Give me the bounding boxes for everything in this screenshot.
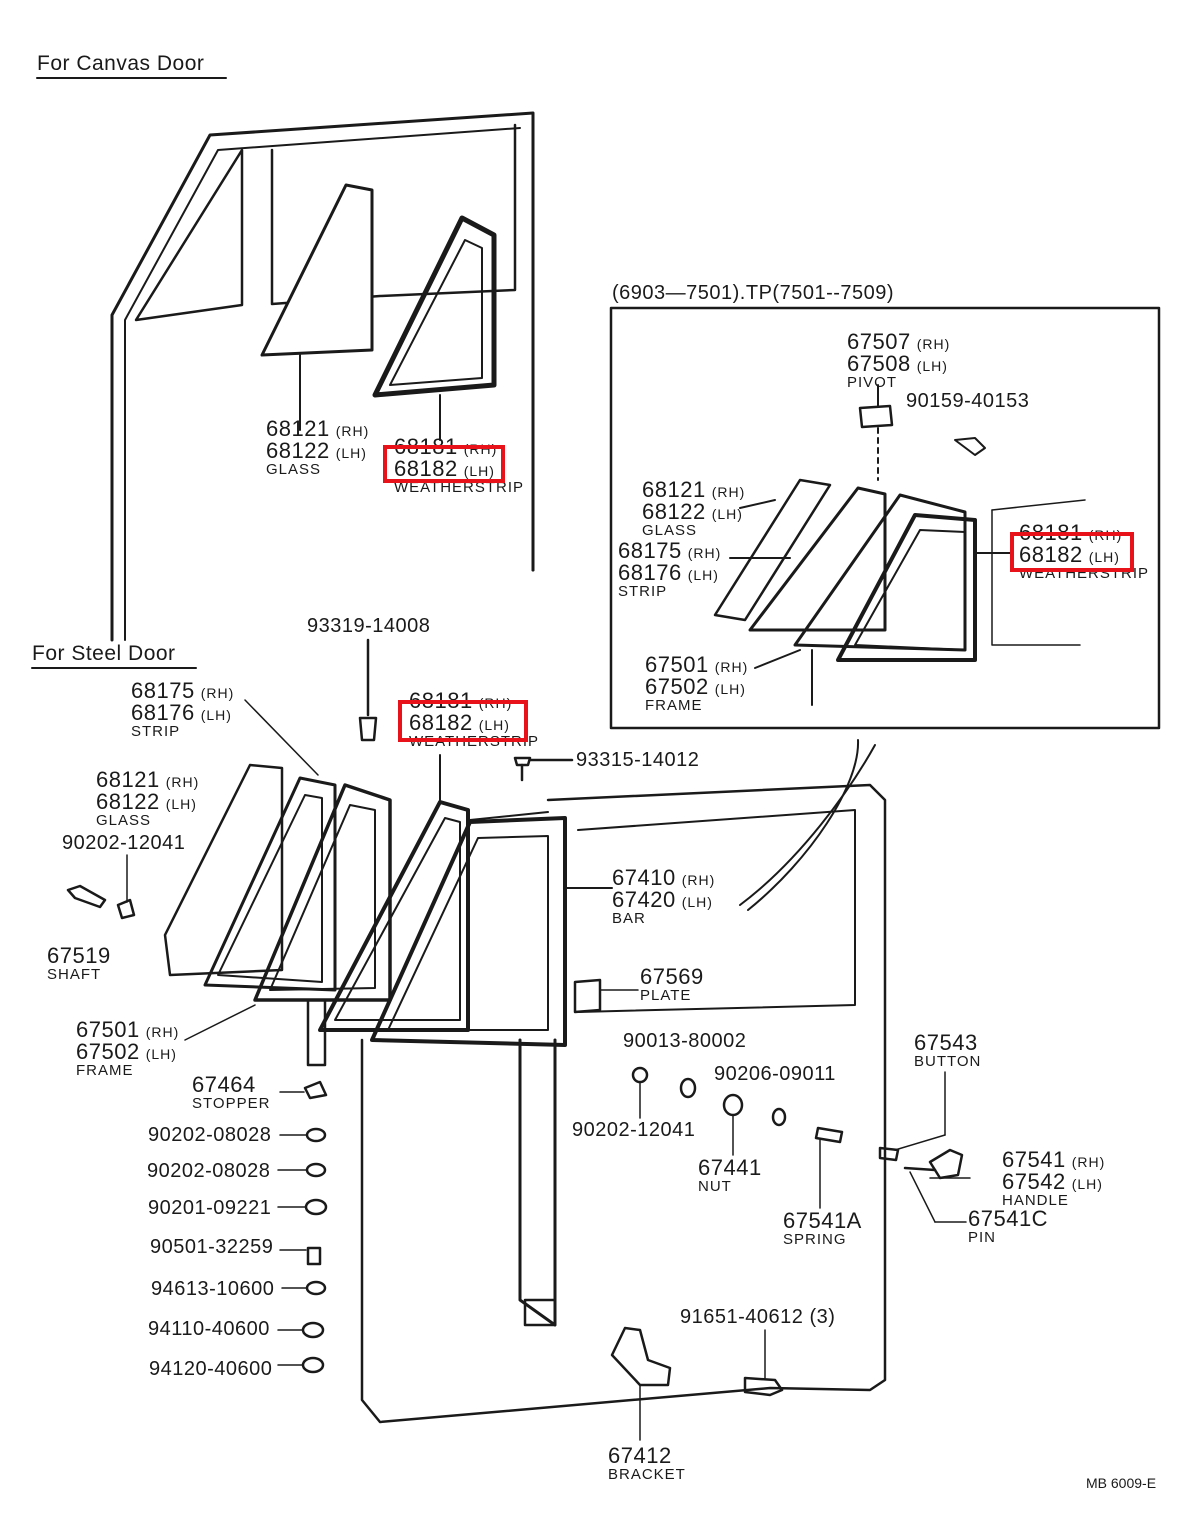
label-bracket: 67412 BRACKET	[608, 1443, 686, 1483]
steel-glass	[163, 763, 284, 977]
label-glass-steel: 68121(RH) 68122(LH) GLASS	[96, 767, 200, 829]
label-frame-inset: 67501(RH) 67502(LH) FRAME	[645, 652, 749, 714]
inset-box	[609, 306, 1161, 730]
label-ring: 90013-80002	[623, 1030, 747, 1052]
label-collar: 90501-32259	[150, 1236, 274, 1258]
plate-shape	[573, 978, 602, 1014]
canvas-door-heading: For Canvas Door	[37, 52, 205, 75]
label-bar: 67410(RH) 67420(LH) BAR	[612, 865, 716, 927]
label-washer-5: 90206-09011	[714, 1063, 836, 1085]
label-stopper: 67464 STOPPER	[192, 1072, 271, 1112]
label-strip-inset: 68175(RH) 68176(LH) STRIP	[618, 538, 722, 600]
steel-strip	[203, 776, 337, 992]
label-washer-2: 90202-08028	[147, 1160, 271, 1182]
label-bolt: 91651-40612 (3)	[680, 1306, 836, 1328]
canvas-glass	[260, 183, 374, 431]
label-handle: 67541(RH) 67542(LH) HANDLE	[1002, 1147, 1106, 1209]
label-screw-inset: 90159-40153	[906, 390, 1030, 412]
canvas-door-frame	[110, 111, 535, 642]
label-shaft: 67519 SHAFT	[47, 943, 111, 983]
label-glass-top: 68121(RH) 68122(LH) GLASS	[266, 416, 370, 478]
label-glass-inset: 68121(RH) 68122(LH) GLASS	[642, 477, 746, 539]
label-nut-e: 67441 NUT	[698, 1155, 762, 1195]
highlight-box-canvas	[383, 445, 505, 483]
label-frame-steel: 67501(RH) 67502(LH) FRAME	[76, 1017, 180, 1079]
label-button: 67543 BUTTON	[914, 1030, 982, 1070]
label-nut-a: 90202-12041	[62, 832, 186, 854]
label-washer-4: 94613-10600	[151, 1278, 275, 1300]
label-washer-3: 90201-09221	[148, 1197, 272, 1219]
label-screw-a: 93319-14008	[307, 615, 431, 637]
label-nut-b: 94110-40600	[148, 1318, 270, 1340]
label-strip-steel: 68175(RH) 68176(LH) STRIP	[131, 678, 235, 740]
label-plate: 67569 PLATE	[640, 964, 704, 1004]
label-nut-c: 94120-40600	[149, 1358, 273, 1380]
steel-door-panel	[360, 739, 887, 1424]
small-hardware	[184, 699, 971, 1441]
inset-range-label: (6903—7501).TP(7501--7509)	[612, 282, 895, 304]
canvas-weatherstrip	[372, 215, 497, 441]
highlight-box-inset	[1010, 532, 1134, 572]
label-pin: 67541C PIN	[968, 1206, 1049, 1246]
label-pivot: 67507(RH) 67508(LH) PIVOT	[847, 329, 951, 391]
bar-assembly	[370, 811, 613, 1327]
label-spring: 67541A SPRING	[783, 1208, 862, 1248]
footer-code: MB 6009-E	[1086, 1475, 1157, 1491]
label-washer-1: 90202-08028	[148, 1124, 272, 1146]
label-screw-b: 93315-14012	[576, 749, 700, 771]
highlight-box-steel	[398, 700, 528, 742]
heading-underlines	[31, 77, 227, 669]
steel-door-heading: For Steel Door	[32, 642, 176, 665]
screw-shapes	[66, 638, 574, 1067]
label-nut-d: 90202-12041	[572, 1119, 696, 1141]
